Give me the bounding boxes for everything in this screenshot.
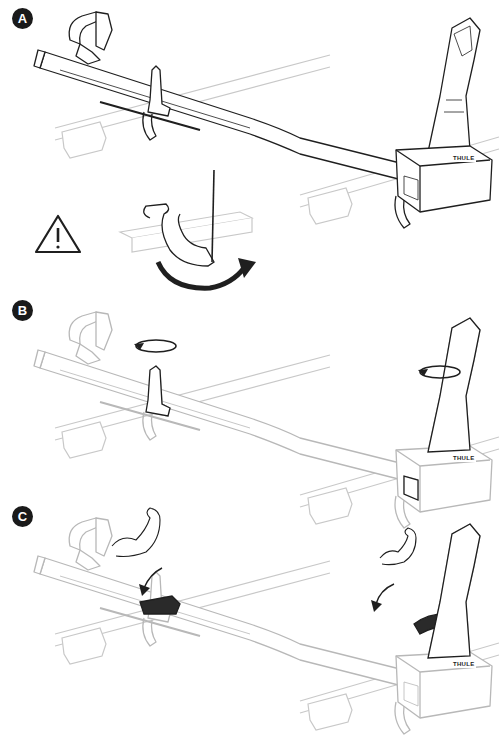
step-badge: B <box>12 300 33 321</box>
brand-logo: THULE <box>452 155 476 162</box>
brand-logo: THULE <box>452 455 476 462</box>
step-badge: A <box>12 8 33 29</box>
brand-logo: THULE <box>452 661 476 668</box>
step-letter: A <box>18 12 27 25</box>
step-letter: C <box>18 510 27 523</box>
step-badge: C <box>12 506 33 527</box>
step-letter: B <box>18 304 27 317</box>
